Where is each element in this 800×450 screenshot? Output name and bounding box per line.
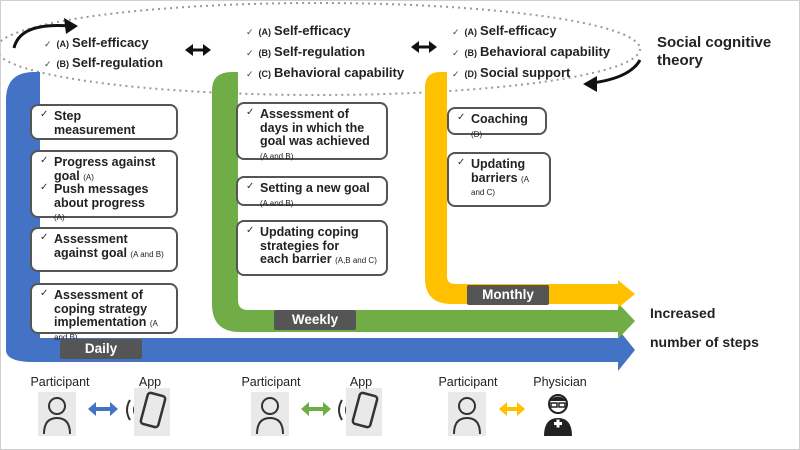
sct-daily-item-b: ✓(B)Self-regulation	[44, 55, 164, 70]
yellow-double-arrow	[499, 402, 525, 416]
app-label-weekly: App	[349, 375, 373, 389]
smartphone-icon	[134, 388, 170, 436]
physician-label: Physician	[533, 375, 587, 389]
weekly-tag: Weekly	[274, 310, 356, 330]
theory-ellipse	[0, 2, 641, 96]
outcome-line1: Increased	[650, 305, 716, 321]
sct-weekly-item-a: ✓(A)Self-efficacy	[246, 23, 351, 38]
social-cognitive-theory-label: Social cognitive theory	[657, 34, 772, 69]
smartphone-icon	[346, 388, 382, 436]
monthly-flow-arrow	[425, 72, 635, 308]
weekly-flow-arrow	[212, 72, 635, 339]
sct-monthly-item-d: ✓(D)Social support	[452, 65, 571, 80]
outcome-line2: number of steps	[650, 334, 759, 350]
sct-weekly-item-b: ✓(B)Self-regulation	[246, 44, 366, 59]
participant-icon	[251, 392, 289, 436]
app-label-daily: App	[138, 375, 162, 389]
participant-icon	[448, 392, 486, 436]
right-curved-arrow	[591, 59, 642, 85]
daily-tag: Daily	[60, 339, 142, 359]
sct-weekly-item-c: ✓(C)Behavioral capability	[246, 65, 405, 80]
double-arrow-1	[185, 44, 211, 56]
participant-label-weekly: Participant	[241, 375, 301, 389]
participant-label-monthly: Participant	[438, 375, 498, 389]
participant-icon	[38, 392, 76, 436]
green-double-arrow	[301, 402, 331, 416]
weekly-box-new-goal: Setting a new goal(A and B)	[236, 176, 388, 207]
participant-label-daily: Participant	[30, 375, 90, 389]
double-arrow-2	[411, 41, 437, 53]
physician-icon	[544, 394, 572, 436]
sct-monthly-item-b: ✓(B)Behavioral capability	[452, 44, 611, 59]
sct-daily-item-a: ✓(A)Self-efficacy	[44, 35, 149, 50]
blue-double-arrow	[88, 402, 118, 416]
top-left-curved-arrow	[12, 23, 71, 49]
sct-monthly-item-a: ✓(A)Self-efficacy	[452, 23, 557, 38]
monthly-tag: Monthly	[467, 285, 549, 305]
monthly-box-coaching: Coaching(D)	[447, 107, 547, 138]
